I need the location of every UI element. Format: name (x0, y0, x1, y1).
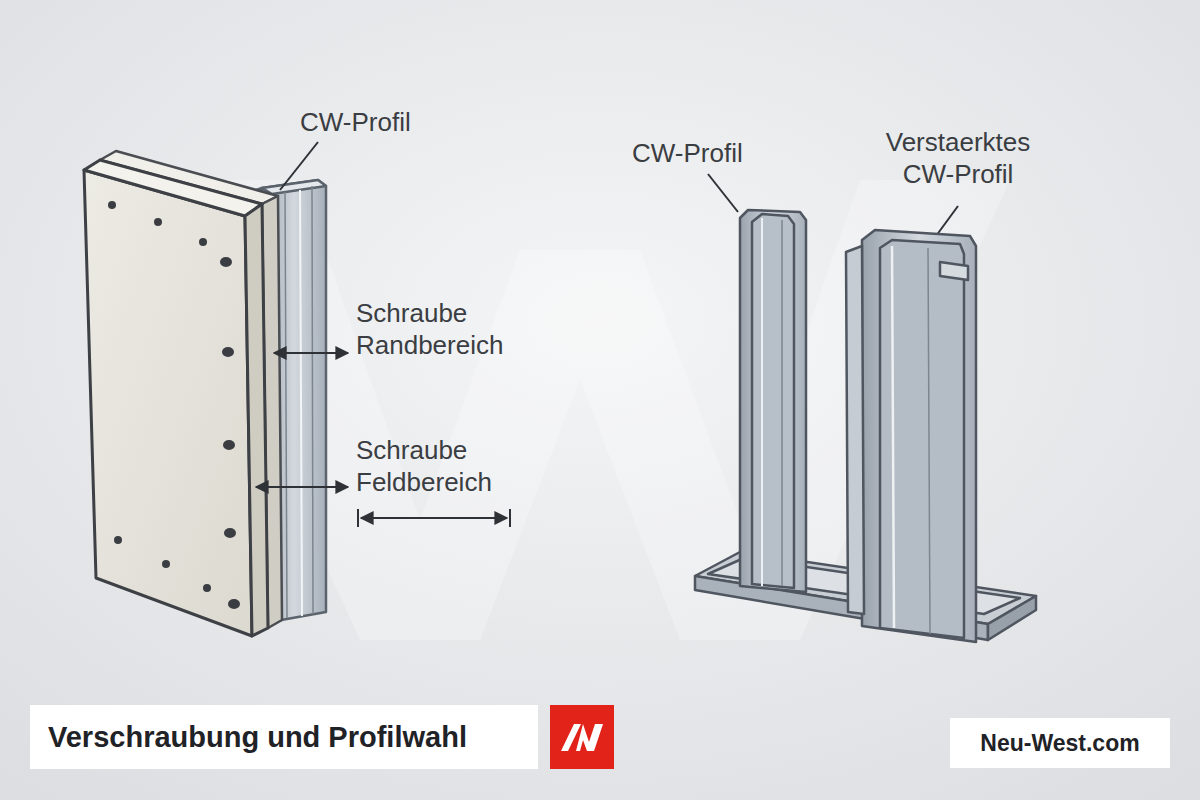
screw-heads (108, 201, 240, 609)
website-band: Neu-West.com (950, 718, 1170, 768)
dimension-line (358, 509, 510, 527)
field-distance-arrow (256, 486, 348, 488)
screw-label: Schraube Randbereich (356, 297, 546, 361)
part-label: Verstaerktes CW-Profil (858, 126, 1058, 190)
screw-label: Schraube Feldbereich (356, 434, 546, 498)
brand-logo (550, 705, 614, 769)
title-band: Verschraubung und Profilwahl (30, 705, 538, 769)
watermark-shape (150, 180, 1010, 640)
cw-profile-right (740, 210, 806, 592)
part-label: CW-Profil (300, 106, 470, 138)
title-text: Verschraubung und Profilwahl (48, 721, 467, 754)
part-label: CW-Profil (632, 137, 802, 169)
edge-distance-arrow (274, 352, 348, 354)
plasterboard-front (84, 160, 268, 636)
reinforced-cw-profile (846, 230, 976, 642)
website-label: Neu-West.com (980, 730, 1139, 757)
leader-lines (280, 142, 958, 236)
